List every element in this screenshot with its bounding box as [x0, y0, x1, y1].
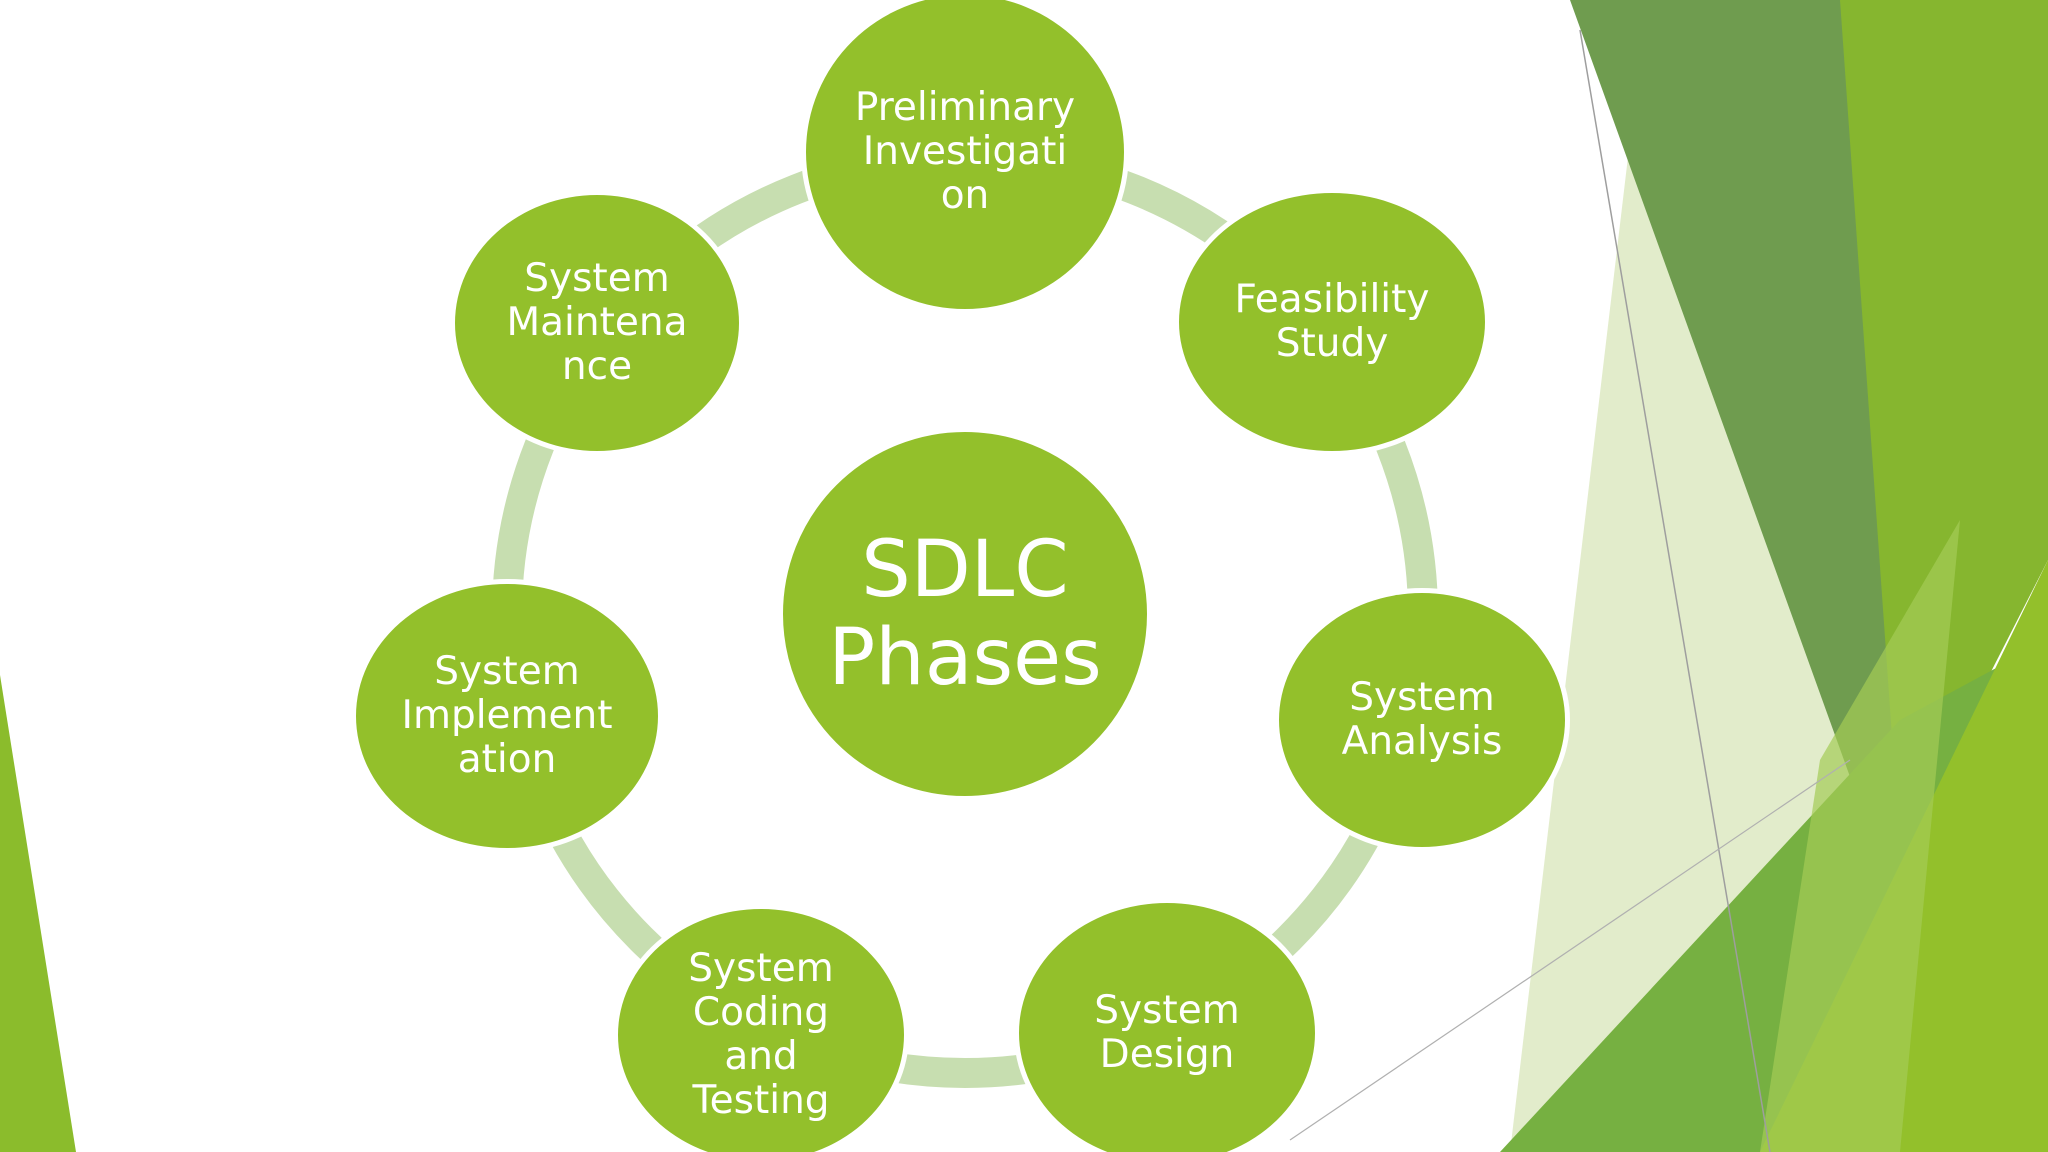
label-line: Investigati: [862, 129, 1068, 174]
label-line: System: [1094, 988, 1240, 1033]
left-edge-shape: [0, 675, 76, 1152]
label-line: on: [940, 173, 990, 218]
right-accent-facet: [1760, 520, 1960, 1152]
label-line: System: [434, 649, 580, 694]
label-line: nce: [561, 344, 633, 389]
thin-diagonal-line: [1289, 759, 1851, 1141]
thin-diagonal-line: [1579, 29, 1771, 1152]
label-line: Feasibility: [1234, 277, 1430, 322]
label-line: System: [1349, 675, 1495, 720]
label-line: System: [688, 946, 834, 991]
label-line: Study: [1275, 321, 1389, 366]
label-line: ation: [457, 737, 557, 782]
label-line: Phases: [828, 613, 1102, 703]
label-line: Design: [1099, 1032, 1235, 1077]
label-line: and: [724, 1034, 798, 1079]
label-line: Implement: [401, 693, 613, 738]
label-line: Analysis: [1341, 719, 1503, 764]
label-line: Coding: [692, 990, 830, 1035]
label-line: Preliminary: [854, 85, 1076, 130]
label-line: Testing: [692, 1078, 830, 1123]
label-line: SDLC: [861, 525, 1069, 615]
label-line: Maintena: [506, 300, 688, 345]
label-line: System: [524, 256, 670, 301]
